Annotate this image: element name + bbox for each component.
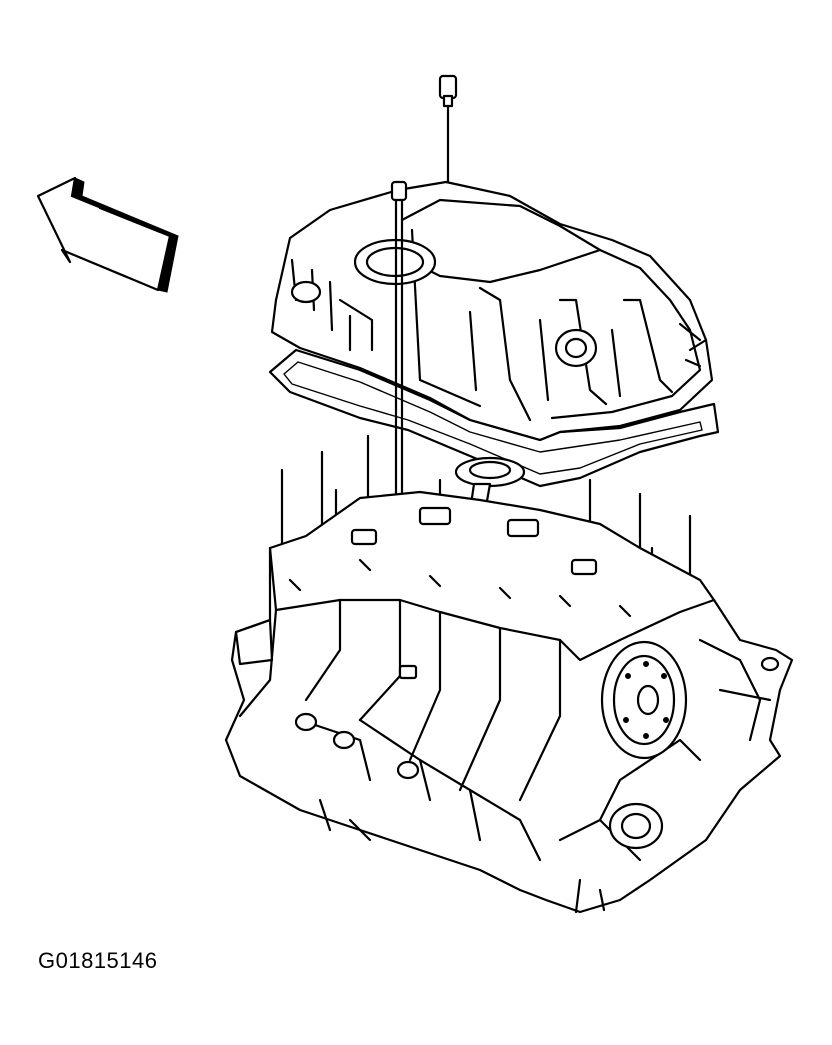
- oil-pan-gasket: [268, 348, 720, 488]
- figure-id-label: G01815146: [38, 948, 158, 973]
- front-direction-arrow-icon: [36, 176, 179, 293]
- rear-crankshaft-flange: [600, 640, 688, 760]
- engine-block: [224, 490, 794, 914]
- oil-pan-bolt-long: [438, 74, 458, 184]
- oil-pan: [270, 180, 714, 442]
